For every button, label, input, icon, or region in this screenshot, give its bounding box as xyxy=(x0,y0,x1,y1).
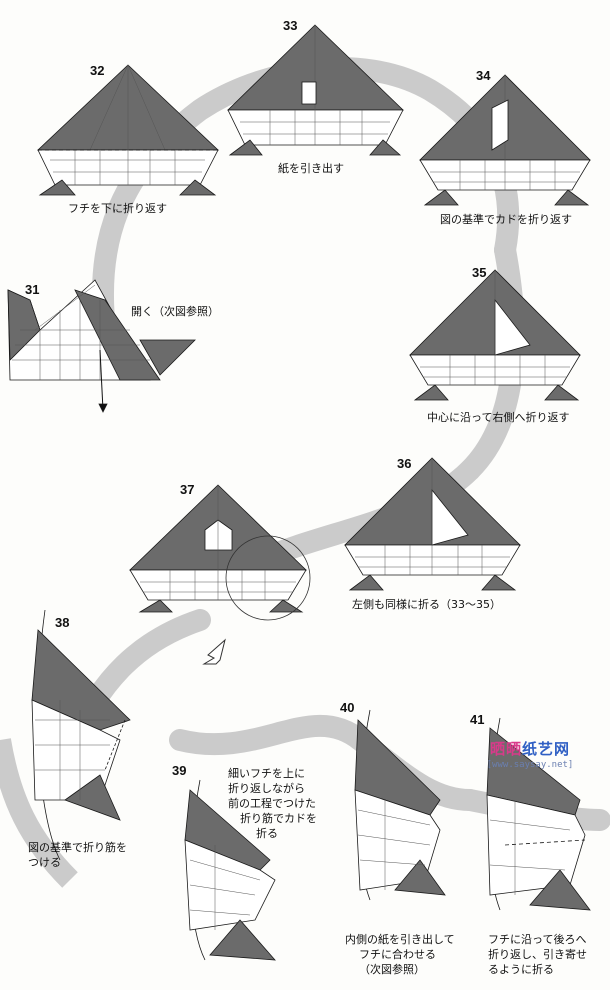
step-36-caption: 左側も同様に折る（33～35） xyxy=(352,597,501,612)
step-33-caption: 紙を引き出す xyxy=(278,161,344,176)
step-31-figure xyxy=(8,280,195,412)
watermark-brand-part2: 纸艺网 xyxy=(522,740,570,758)
step-37-number: 37 xyxy=(180,482,194,497)
step-41-caption: フチに沿って後ろへ 折り返し、引き寄せ るように折る xyxy=(488,932,608,977)
watermark-brand-part1: 晒晒 xyxy=(490,740,522,758)
step-39-caption-line: 折り筋でカドを xyxy=(228,811,358,826)
step-36-number: 36 xyxy=(397,456,411,471)
step-41-number: 41 xyxy=(470,712,484,727)
step-34-caption: 図の基準でカドを折り返す xyxy=(440,212,572,227)
step-39-caption: 細いフチを上に 折り返しながら 前の工程でつけた 折り筋でカドを 折る xyxy=(228,766,358,841)
step-39-caption-line: 細いフチを上に xyxy=(228,766,358,781)
step-35-figure xyxy=(410,270,580,400)
step-40-caption-line: フチに合わせる xyxy=(345,947,485,962)
step-32-number: 32 xyxy=(90,63,104,78)
step-39-number: 39 xyxy=(172,763,186,778)
step-39-caption-line: 前の工程でつけた xyxy=(228,796,358,811)
step-33-number: 33 xyxy=(283,18,297,33)
step-41-caption-line: フチに沿って後ろへ xyxy=(488,932,608,947)
step-38-figure xyxy=(32,610,130,860)
step-35-number: 35 xyxy=(472,265,486,280)
step-38-caption-line: 図の基準で折り筋を xyxy=(28,840,178,855)
step-40-caption: 内側の紙を引き出して フチに合わせる （次図参照） xyxy=(345,932,485,977)
step-31-number: 31 xyxy=(25,282,39,297)
step-38-caption-line: つける xyxy=(28,855,178,870)
step-41-caption-line: るように折る xyxy=(488,962,608,977)
step-38-number: 38 xyxy=(55,615,69,630)
step-40-caption-line: （次図参照） xyxy=(345,962,485,977)
step-39-caption-line: 折る xyxy=(228,826,358,841)
zoom-arrow xyxy=(204,640,225,664)
step-36-figure xyxy=(345,458,520,590)
step-32-caption: フチを下に折り返す xyxy=(68,201,167,216)
watermark: 晒晒纸艺网 [www.saysay.net] xyxy=(470,738,590,770)
step-32-figure xyxy=(38,65,218,195)
step-40-figure xyxy=(355,710,445,900)
step-40-caption-line: 内側の紙を引き出して xyxy=(345,932,485,947)
step-37-figure xyxy=(130,485,310,620)
step-31-caption: 開く（次図参照） xyxy=(131,304,219,319)
step-41-caption-line: 折り返し、引き寄せ xyxy=(488,947,608,962)
step-38-caption: 図の基準で折り筋を つける xyxy=(28,840,178,870)
step-35-caption: 中心に沿って右側へ折り返す xyxy=(427,410,569,425)
watermark-url: [www.saysay.net] xyxy=(470,760,590,770)
step-40-number: 40 xyxy=(340,700,354,715)
step-39-caption-line: 折り返しながら xyxy=(228,781,358,796)
step-34-number: 34 xyxy=(476,68,490,83)
watermark-brand: 晒晒纸艺网 xyxy=(470,738,590,759)
step-33-figure xyxy=(228,25,403,155)
